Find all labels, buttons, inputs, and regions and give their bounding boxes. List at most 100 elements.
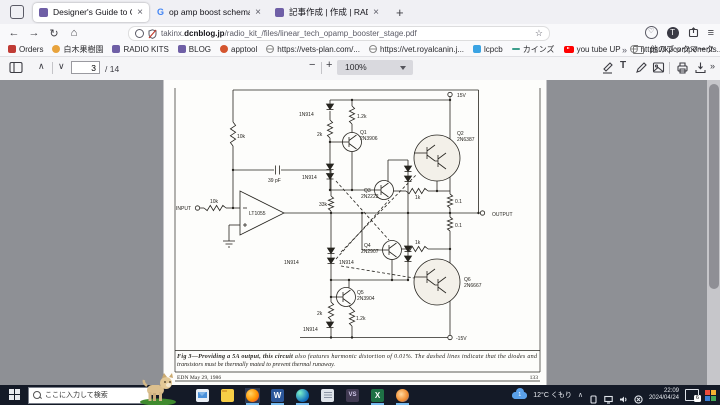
previous-page-icon[interactable]: ∧ (38, 61, 45, 71)
next-page-icon[interactable]: ∨ (58, 61, 65, 71)
navigation-bar: ← → ↻ ⌂ takinx.dcnblog.jp/radio_kit_/fil… (0, 24, 720, 43)
bookmarks-overflow-icon[interactable]: » (621, 44, 627, 55)
youtube-icon (563, 45, 574, 53)
site-info-icon[interactable] (135, 29, 144, 38)
more-tools-icon[interactable]: » (710, 61, 716, 71)
firefox-view-icon[interactable] (10, 5, 24, 19)
zoom-out-icon[interactable]: − (309, 59, 316, 71)
bookmark-item-8[interactable]: カインズ (511, 44, 555, 55)
taskbar-app-explorer[interactable] (220, 388, 235, 403)
bookmark-item-4[interactable]: apptool (220, 45, 257, 54)
clock[interactable]: 22:09 2024/04/24 (649, 388, 679, 402)
schematic-label: 1N914 (299, 112, 314, 118)
draw-icon[interactable] (635, 61, 648, 74)
shield-slash-icon[interactable] (148, 28, 157, 39)
menu-icon[interactable]: ≡ (707, 26, 714, 39)
sidebar-toggle-icon[interactable] (9, 61, 23, 74)
onedrive-error-icon[interactable] (634, 391, 643, 404)
hidden-icons-chevron[interactable]: ∧ (577, 392, 583, 399)
bookmark-item-7[interactable]: lcpcb (473, 45, 503, 54)
schematic-label: 2N2907 (361, 249, 379, 255)
reload-icon[interactable]: ↻ (49, 27, 59, 40)
folder-icon (633, 44, 644, 54)
google-favicon (157, 7, 164, 17)
schematic-label: INPUT (176, 206, 191, 212)
share-icon[interactable] (688, 27, 699, 38)
address-bar[interactable]: takinx.dcnblog.jp/radio_kit_/files/linea… (128, 26, 550, 41)
dash-icon (511, 47, 520, 51)
display-icon[interactable] (604, 391, 613, 404)
bookmark-item-1[interactable]: 白木果樹園 (52, 44, 103, 55)
zoom-in-icon[interactable]: + (326, 59, 333, 71)
page-number-input[interactable] (71, 61, 100, 74)
bookmark-item-2[interactable]: RADIO KITS (112, 45, 169, 54)
swirl-icon (396, 388, 409, 402)
tab-close-icon[interactable]: × (137, 6, 143, 18)
orange-dot-icon (52, 45, 61, 53)
browser-tab-1[interactable]: op amp boost schematic - Goo× (151, 3, 267, 22)
bookmarks-right: » 他のブックマーク (622, 42, 714, 57)
purple-site-icon (177, 45, 186, 53)
scrollbar-thumb[interactable] (708, 84, 719, 289)
schematic-label: 1N914 (302, 175, 317, 181)
taskbar-app-visual-studio[interactable]: VS (345, 388, 360, 403)
bookmark-item-0[interactable]: Orders (8, 45, 43, 54)
device-icon[interactable] (589, 391, 598, 404)
other-bookmarks-label[interactable]: 他のブックマーク (650, 45, 714, 54)
bookmark-label: BLOG (188, 44, 212, 54)
new-tab-button[interactable]: + (396, 4, 404, 20)
save-icon[interactable] (694, 61, 707, 74)
browser-tab-2[interactable]: 記事作成 | 作成 | RADIO KITS I× (269, 3, 385, 22)
system-tray: 1 12°C くもり ∧ 22:09 2024/04/24 6 (512, 385, 716, 405)
add-image-icon[interactable] (652, 61, 665, 74)
schematic-label: 10k (210, 199, 219, 205)
colorful-tray-icon[interactable] (705, 389, 716, 401)
heart-circle-icon[interactable]: ♡ (644, 26, 658, 39)
schematic-label: 2N6387 (457, 137, 475, 143)
bookmark-item-5[interactable]: https://vets-plan.com/... (266, 45, 360, 54)
weather-label[interactable]: 12°C くもり (533, 392, 572, 399)
clock-time: 22:09 (663, 388, 679, 394)
zoom-level-select[interactable]: 100% (337, 60, 413, 75)
taskbar-app-notepad[interactable] (320, 388, 335, 403)
print-icon[interactable] (676, 61, 689, 74)
schematic-label: 1.2k (356, 316, 366, 322)
bookmark-item-6[interactable]: https://vet.royalcanin.j... (368, 44, 465, 54)
taskbar-search-input[interactable]: ここに入力して検索 (28, 386, 151, 404)
taskbar-app-excel[interactable]: X (370, 388, 385, 405)
forward-icon[interactable]: → (28, 27, 40, 39)
schematic-label: 2N3906 (360, 136, 378, 142)
taskbar-app-swirl[interactable] (395, 388, 410, 405)
back-icon[interactable]: ← (8, 27, 20, 39)
tab-close-icon[interactable]: × (373, 6, 379, 18)
taskbar-app-word[interactable]: W (270, 388, 285, 405)
taskbar-app-mail[interactable] (195, 388, 210, 403)
taskbar-app-firefox[interactable] (245, 387, 260, 405)
excel-icon: X (371, 388, 384, 402)
weather-cloud-icon[interactable]: 1 (512, 388, 528, 400)
start-button[interactable] (9, 389, 21, 401)
pdf-toolbar: ∧ ∨ / 14 − + 100% T » (0, 57, 720, 81)
browser-tab-0[interactable]: Designer's Guide to Op Amp B× (33, 2, 149, 22)
purple-site-favicon (39, 7, 48, 17)
schematic-label: 2N6667 (464, 283, 482, 289)
text-tool-icon[interactable]: T (620, 60, 627, 71)
home-icon[interactable]: ⌂ (70, 27, 78, 39)
highlight-icon[interactable] (601, 61, 614, 74)
bookmark-star-icon[interactable]: ☆ (534, 28, 543, 38)
notification-icon[interactable]: 6 (685, 389, 701, 402)
account-avatar[interactable]: T (666, 26, 679, 39)
schematic-label: Q6 (464, 277, 471, 283)
bookmark-item-3[interactable]: BLOG (177, 44, 212, 54)
bookmark-label: lcpcb (484, 44, 503, 54)
notification-badge: 6 (694, 395, 701, 402)
scrollbar[interactable] (707, 80, 720, 385)
tab-close-icon[interactable]: × (255, 6, 261, 18)
schematic-label: Q3 (364, 188, 371, 194)
volume-icon[interactable] (619, 391, 628, 402)
bookmark-label: https://vet.royalcanin.j... (379, 44, 465, 54)
taskbar-app-edge[interactable] (295, 388, 310, 405)
bookmark-item-9[interactable]: you tube UP (563, 45, 621, 54)
explorer-icon (221, 388, 234, 402)
